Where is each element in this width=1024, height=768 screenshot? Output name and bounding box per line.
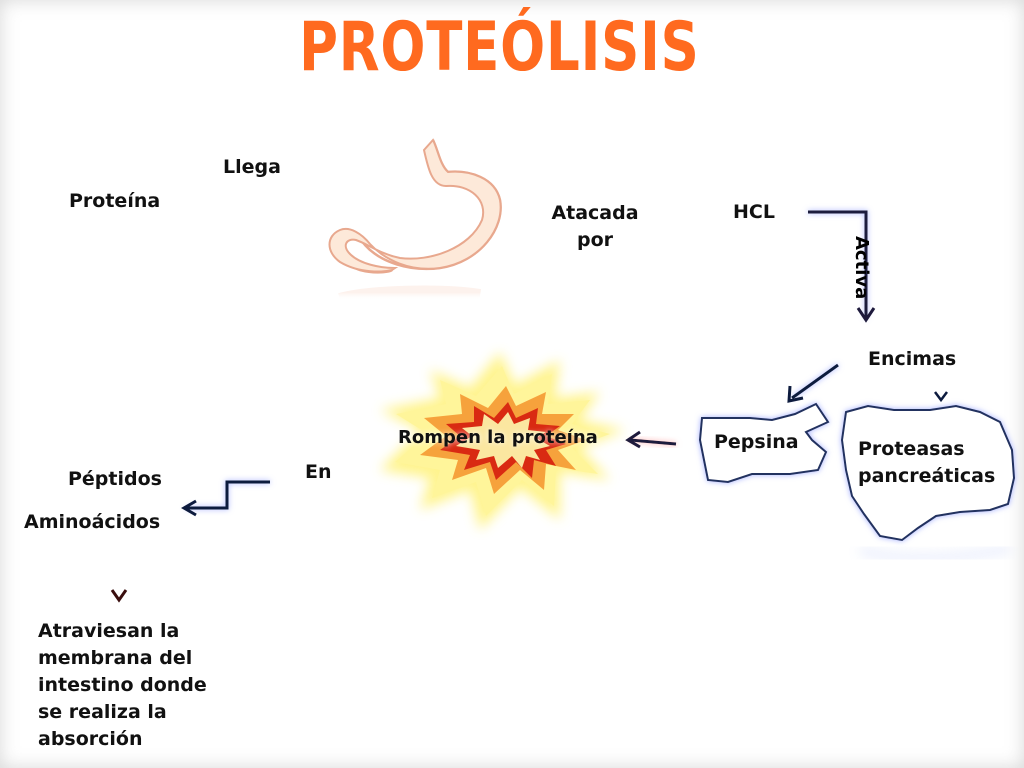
rompen-arrowhead xyxy=(625,430,641,449)
proteasas-arrowhead xyxy=(934,391,948,403)
label-pepsina: Pepsina xyxy=(714,431,799,453)
en-arrow xyxy=(186,480,270,510)
activa-arrowhead xyxy=(856,307,876,323)
en-arrowhead xyxy=(181,499,197,517)
proteasas-shape xyxy=(840,404,1016,542)
label-rompen: Rompen la proteína xyxy=(398,427,598,448)
label-hcl: HCL xyxy=(733,201,775,223)
label-proteasas: Proteasas pancreáticas xyxy=(858,438,996,487)
label-absorcion: Atraviesan la membrana del intestino don… xyxy=(38,620,207,750)
explosion-burst-icon xyxy=(380,352,625,530)
label-atacada-por: Atacada por xyxy=(551,202,639,251)
page-title: PROTEÓLISIS xyxy=(299,8,700,87)
label-en: En xyxy=(305,461,332,483)
label-peptidos: Péptidos xyxy=(68,468,162,490)
pepsina-arrow xyxy=(791,363,839,400)
pepsina-arrowhead xyxy=(787,385,804,403)
absorcion-arrowhead xyxy=(110,589,128,603)
stomach-icon xyxy=(328,138,502,307)
rompen-arrow xyxy=(629,438,677,446)
label-llega: Llega xyxy=(223,156,281,178)
label-aminoacidos: Aminoácidos xyxy=(24,511,161,533)
activa-arrow xyxy=(808,210,868,318)
label-activa: Activa xyxy=(851,236,872,300)
label-proteina: Proteína xyxy=(69,190,161,212)
pepsina-shape xyxy=(698,402,830,484)
label-encimas: Encimas xyxy=(868,348,957,370)
